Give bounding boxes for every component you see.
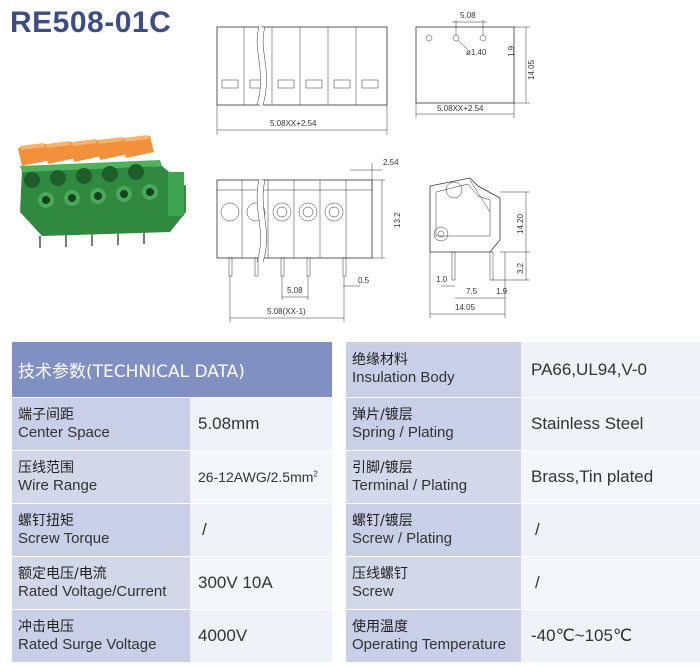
table-header: 技术参数(TECHNICAL DATA) [12, 342, 332, 397]
spec-label: 弹片/镀层 Spring / Plating [346, 398, 521, 450]
spec-label: 端子间距 Center Space [12, 398, 190, 450]
spec-label: 使用温度 Operating Temperature [346, 610, 521, 662]
product-title: RE508-01C [10, 6, 172, 39]
spec-label: 引脚/镀层 Terminal / Plating [346, 451, 521, 503]
spec-value: 300V 10A [190, 557, 332, 609]
table-row: 端子间距 Center Space 5.08mm 弹片/镀层 Spring / … [0, 398, 700, 450]
dim-side-width: 5.08XX+2.54 [437, 104, 484, 113]
dim-front-offset: 2.54 [383, 158, 399, 167]
dim-side-pin-h: 3.2 [516, 262, 525, 274]
spec-label: 额定电压/电流 Rated Voltage/Current [12, 557, 190, 609]
spec-value: 4000V [190, 610, 332, 662]
dim-side-h1: 1.9 [507, 45, 516, 57]
table-row: 螺钉扭矩 Screw Torque / 螺钉/镀层 Screw / Platin… [0, 504, 700, 556]
spec-label: 压线范围 Wire Range [12, 451, 190, 503]
spec-label: 压线螺钉 Screw [346, 557, 521, 609]
top-side-view: 5.08 ø1.40 1.9 14.05 5.08XX+2.54 [415, 11, 536, 118]
dim-front-total: 5.08(XX-1) [267, 307, 306, 316]
dim-side-h: 14.20 [516, 213, 525, 234]
spec-value: / [521, 504, 700, 556]
dim-front-width: 5.08XX+2.54 [270, 119, 317, 128]
dim-side-pitch: 5.08 [460, 11, 476, 20]
table-row: 冲击电压 Rated Surge Voltage 4000V 使用温度 Oper… [0, 610, 700, 662]
top-front-view: 5.08XX+2.54 [216, 26, 388, 135]
dim-side-hole: ø1.40 [466, 48, 487, 57]
bottom-side-view: 14.20 3.2 1.0 7.5 1.9 14.05 [429, 177, 530, 318]
spec-label: 螺钉扭矩 Screw Torque [12, 504, 190, 556]
dim-side-h2: 14.05 [527, 59, 536, 80]
spec-label: 绝缘材料 Insulation Body [346, 342, 521, 397]
table-row: 技术参数(TECHNICAL DATA) 绝缘材料 Insulation Bod… [0, 342, 700, 397]
spec-label: 螺钉/镀层 Screw / Plating [346, 504, 521, 556]
table-row: 额定电压/电流 Rated Voltage/Current 300V 10A 压… [0, 557, 700, 609]
table-row: 压线范围 Wire Range 26-12AWG/2.5mm2 引脚/镀层 Te… [0, 451, 700, 503]
spec-value: PA66,UL94,V-0 [521, 342, 700, 397]
spec-value: / [521, 557, 700, 609]
spec-value: Brass,Tin plated [521, 451, 700, 503]
spec-value: 26-12AWG/2.5mm2 [190, 451, 332, 503]
dim-front-pitch: 5.08 [287, 286, 303, 295]
dim-front-height: 13.2 [393, 212, 402, 228]
bottom-front-view: 2.54 13.2 5.08 0.5 [216, 158, 402, 322]
dim-side-c: 1.9 [496, 287, 508, 296]
dim-front-pin: 0.5 [358, 276, 370, 285]
spec-value: -40℃~105℃ [521, 610, 700, 662]
spec-value: Stainless Steel [521, 398, 700, 450]
product-photo [18, 135, 186, 248]
dim-side-b: 7.5 [466, 287, 478, 296]
spec-value: / [190, 504, 332, 556]
technical-drawings: 5.08XX+2.54 5.08 ø1.40 1.9 14.05 5.08XX+… [18, 11, 536, 322]
spec-label: 冲击电压 Rated Surge Voltage [12, 610, 190, 662]
dim-side-width: 14.05 [455, 303, 476, 312]
dim-side-a: 1.0 [436, 275, 448, 284]
spec-value: 5.08mm [190, 398, 332, 450]
